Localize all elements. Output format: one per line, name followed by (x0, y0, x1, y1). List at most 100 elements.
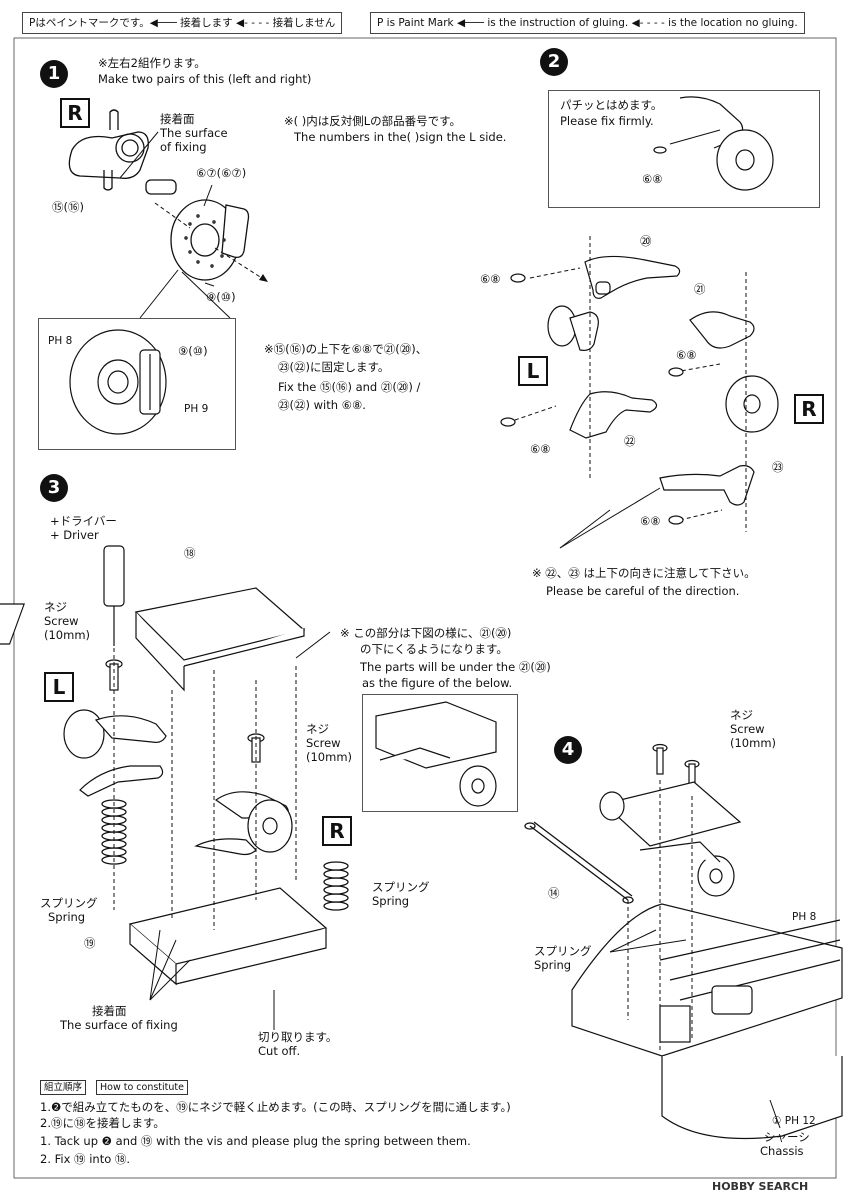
chassis-part: ① PH 12 (772, 1115, 816, 1127)
part-18-drawing (0, 587, 306, 692)
legend-en: P is Paint Mark ◀─── is the instruction … (370, 12, 805, 34)
screw2-en: Screw (306, 736, 341, 750)
step3-note-en1: The parts will be under the ㉑(⑳) (360, 660, 551, 674)
step3-note-jp1: ※ この部分は下図の様に、㉑(⑳) (340, 626, 512, 640)
upright-r2-drawing (725, 375, 779, 433)
bracket-note-jp: ※( )内は反対側Lの部品番号です。 (284, 114, 462, 128)
disc-detail-drawing (69, 329, 167, 435)
inset-part-68: ⑥⑧ (642, 172, 663, 186)
watermark: HOBBY SEARCH (712, 1180, 809, 1193)
brake-disc-drawing (170, 199, 250, 281)
upright-l-drawing (547, 305, 599, 351)
step2-note-en: Please fix firmly. (560, 114, 654, 128)
assembly-r-drawing (194, 791, 293, 856)
part-67-label: ⑥⑦(⑥⑦) (196, 166, 247, 180)
rod-14-drawing (524, 821, 634, 904)
screw2-jp: ネジ (306, 722, 329, 736)
order-tag-en: How to constitute (96, 1080, 188, 1095)
cut-off-en: Cut off. (258, 1044, 301, 1058)
step3-note-jp2: の下にくるようになります。 (360, 642, 508, 656)
step4-screw-en: Screw (730, 722, 765, 736)
spring-l-jp: スプリング (40, 896, 98, 910)
step2-inset (548, 90, 820, 208)
badge-l-step3: L (44, 672, 74, 702)
screw-en: Screw (44, 614, 79, 628)
surface-en1: The surface (160, 126, 228, 140)
chassis-en: Chassis (760, 1144, 804, 1158)
inset-below-drawing (375, 701, 497, 807)
step-3-number: 3 (40, 474, 68, 502)
part-14-label: ⑭ (548, 886, 560, 900)
surface-jp: 接着面 (160, 112, 195, 126)
part-20-label: ⑳ (640, 234, 652, 248)
screw-jp: ネジ (44, 600, 67, 614)
part-9-label: ⑨(⑩) (206, 290, 236, 304)
step4-screw-jp: ネジ (730, 708, 753, 722)
step2-note-jp: パチッとはめます。 (560, 98, 663, 112)
badge-r-step3: R (322, 816, 352, 846)
surface-fix-jp: 接着面 (92, 1004, 127, 1018)
badge-r-step2: R (794, 394, 824, 424)
careful-note-jp: ※ ㉒、㉓ は上下の向きに注意して下さい。 (532, 566, 756, 580)
arm-22-drawing (569, 391, 658, 439)
screw2-size: (10mm) (306, 750, 353, 764)
step2-inset-drawing (653, 96, 774, 191)
chassis-drawing (571, 903, 843, 1140)
order-line2-jp: 2.⑲に⑱を接着します。 (40, 1116, 165, 1130)
step3-note-en2: as the figure of the below. (362, 676, 513, 690)
step4-spring-en: Spring (534, 958, 572, 972)
fix-note-jp1: ※⑮(⑯)の上下を⑥⑧で㉑(⑳)、 (264, 342, 428, 356)
inset-ph8: PH 8 (48, 335, 73, 347)
below-figure-inset (362, 694, 518, 812)
careful-note-en: Please be careful of the direction. (546, 584, 740, 598)
badge-l-step2: L (518, 356, 548, 386)
part-68-label-d: ⑥⑧ (640, 514, 661, 528)
surface-en2: of fixing (160, 140, 207, 154)
order-line1-jp: 1.❷で組み立てたものを、⑲にネジで軽く止めます。(この時、スプリングを間に通し… (40, 1100, 511, 1114)
order-line1-en: 1. Tack up ❷ and ⑲ with the vis and plea… (40, 1134, 471, 1148)
disc-detail-inset (38, 318, 236, 450)
part-19-label: ⑲ (84, 936, 96, 950)
badge-r: R (60, 98, 90, 128)
surface-fix-en: The surface of fixing (60, 1018, 178, 1032)
arm-20-drawing (584, 255, 681, 299)
part-21-label: ㉑ (694, 282, 706, 296)
arm-21-drawing (689, 311, 755, 349)
driver-en: + Driver (50, 528, 99, 542)
part-22-label: ㉒ (624, 434, 636, 448)
spring-r-en: Spring (372, 894, 410, 908)
spring-l-en: Spring (48, 910, 86, 924)
inset-part9: ⑨(⑩) (178, 344, 208, 358)
upright-r-drawing (68, 109, 177, 195)
screw-size: (10mm) (44, 628, 91, 642)
order-line2-en: 2. Fix ⑲ into ⑱. (40, 1152, 131, 1166)
chassis-jp: シャーシ (764, 1130, 810, 1144)
driver-jp: +ドライバー (50, 514, 117, 528)
part-68-label-b: ⑥⑧ (676, 348, 697, 362)
front-assembly-drawing (599, 781, 742, 897)
legend-jp: Pはペイントマークです。◀─── 接着します ◀- - - - 接着しません (22, 12, 343, 34)
part-23-label: ㉓ (772, 460, 784, 474)
step4-screw-size: (10mm) (730, 736, 777, 750)
cut-off-jp: 切り取ります。 (258, 1030, 338, 1044)
arm-23-drawing (659, 465, 755, 506)
step-1-number: 1 (40, 60, 68, 88)
part-68-label-a: ⑥⑧ (480, 272, 501, 286)
step-2-number: 2 (540, 48, 568, 76)
fix-note-jp2: ㉓(㉒)に固定します。 (278, 360, 390, 374)
step4-ph8: PH 8 (792, 911, 817, 923)
step4-spring-jp: スプリング (534, 944, 592, 958)
inset-ph9: PH 9 (184, 403, 209, 415)
step1-note-en: Make two pairs of this (left and right) (98, 72, 312, 86)
spring-r-jp: スプリング (372, 880, 430, 894)
part-68-label-c: ⑥⑧ (530, 442, 551, 456)
bracket-note-en: The numbers in the( )sign the L side. (294, 130, 507, 144)
step1-note-jp: ※左右2組作ります。 (98, 56, 206, 70)
order-tag-jp: 組立順序 (40, 1080, 87, 1095)
assembly-l-drawing (63, 709, 167, 797)
screws-step4-drawing (652, 743, 700, 791)
part-15-label: ⑮(⑯) (52, 200, 84, 214)
spring-r-drawing (323, 861, 349, 911)
part-19-drawing (128, 887, 328, 986)
